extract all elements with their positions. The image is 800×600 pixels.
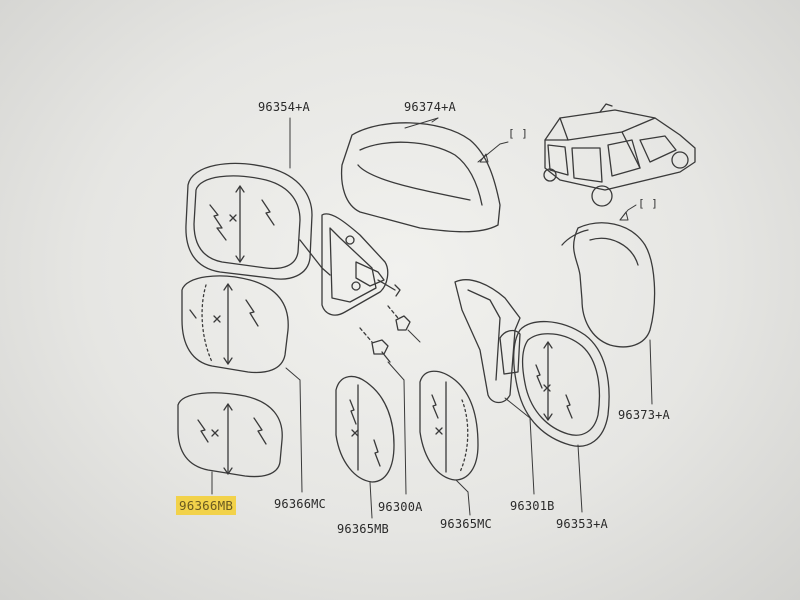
mirror-housing-left: [185, 162, 331, 280]
mirror-cover-top: [340, 122, 501, 233]
label-96373A: 96373+A: [618, 408, 670, 422]
mirror-cover-right: [561, 222, 656, 348]
leader-lines: [211, 117, 653, 519]
label-96374A: 96374+A: [404, 100, 456, 114]
mirror-glass-96366MC: [181, 275, 289, 374]
mirror-glass-96366MB: [177, 392, 283, 478]
label-96365MC: 96365MC: [440, 517, 492, 531]
label-96366MC: 96366MC: [274, 497, 326, 511]
label-96354A: 96354+A: [258, 100, 310, 114]
mirror-housing-right: [499, 320, 610, 447]
label-96353A: 96353+A: [556, 517, 608, 531]
label-96301B: 96301B: [510, 499, 555, 513]
label-96300A: 96300A: [378, 500, 423, 514]
ref-bracket-right: [ ]: [638, 197, 658, 210]
screws: [359, 305, 411, 363]
label-96365MB: 96365MB: [337, 522, 389, 536]
mirror-glass-96365MC: [419, 370, 479, 481]
mirror-base-bracket: [321, 213, 401, 316]
mirror-base-right: [454, 279, 521, 404]
label-96366MB-highlighted: 96366MB: [176, 496, 237, 515]
van-illustration: [543, 103, 696, 207]
ref-bracket-top: [ ]: [508, 127, 528, 140]
mirror-glass-96365MB: [335, 375, 395, 483]
